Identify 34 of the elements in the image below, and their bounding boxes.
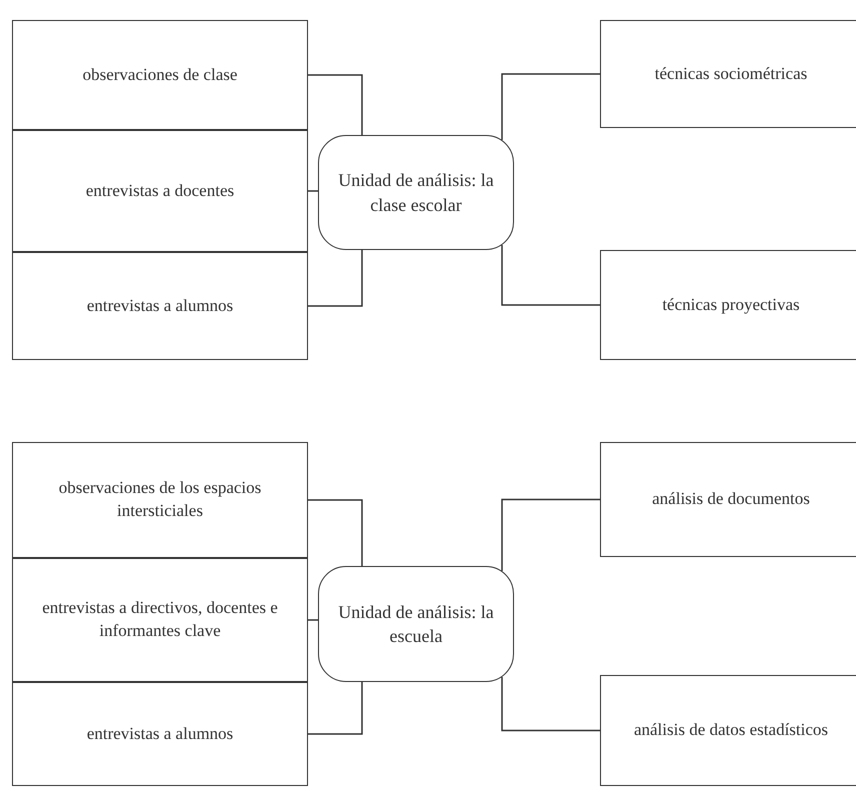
text-box (12, 20, 308, 130)
connector-line (308, 499, 363, 566)
text-box (12, 130, 308, 252)
box-text: técnicas proyectivas (662, 294, 800, 316)
rounded-box (318, 135, 514, 250)
text-box (600, 250, 856, 360)
text-box (600, 675, 856, 786)
text-box (12, 252, 308, 360)
text-box (12, 558, 308, 682)
text-box (12, 682, 308, 786)
connector-line (501, 244, 600, 306)
text-box (600, 442, 856, 557)
text-box (600, 20, 856, 128)
box-text: observaciones de los espacios intersticiales (58, 477, 262, 522)
connector-line (308, 682, 363, 735)
box-text: entrevistas a docentes (86, 180, 234, 202)
box-text: entrevistas a directivos, docentes e informantes clave (41, 597, 279, 642)
connector-line (308, 619, 318, 621)
connector-line (501, 73, 600, 140)
connector-line (308, 250, 363, 307)
box-text: Unidad de análisis: la escuela (337, 600, 495, 648)
box-text: análisis de datos estadísticos (634, 719, 828, 742)
connector-line (308, 74, 363, 135)
connector-line (501, 676, 600, 732)
connector-line (501, 498, 600, 572)
box-text: análisis de documentos (652, 488, 810, 510)
box-text: técnicas sociométricas (654, 62, 808, 85)
connector-line (308, 190, 318, 192)
box-text: observaciones de clase (82, 64, 238, 86)
rounded-box (318, 566, 514, 682)
text-box (12, 442, 308, 558)
box-text: Unidad de análisis: la clase escolar (337, 169, 495, 216)
box-text: entrevistas a alumnos (86, 722, 234, 745)
box-text: entrevistas a alumnos (86, 294, 234, 317)
